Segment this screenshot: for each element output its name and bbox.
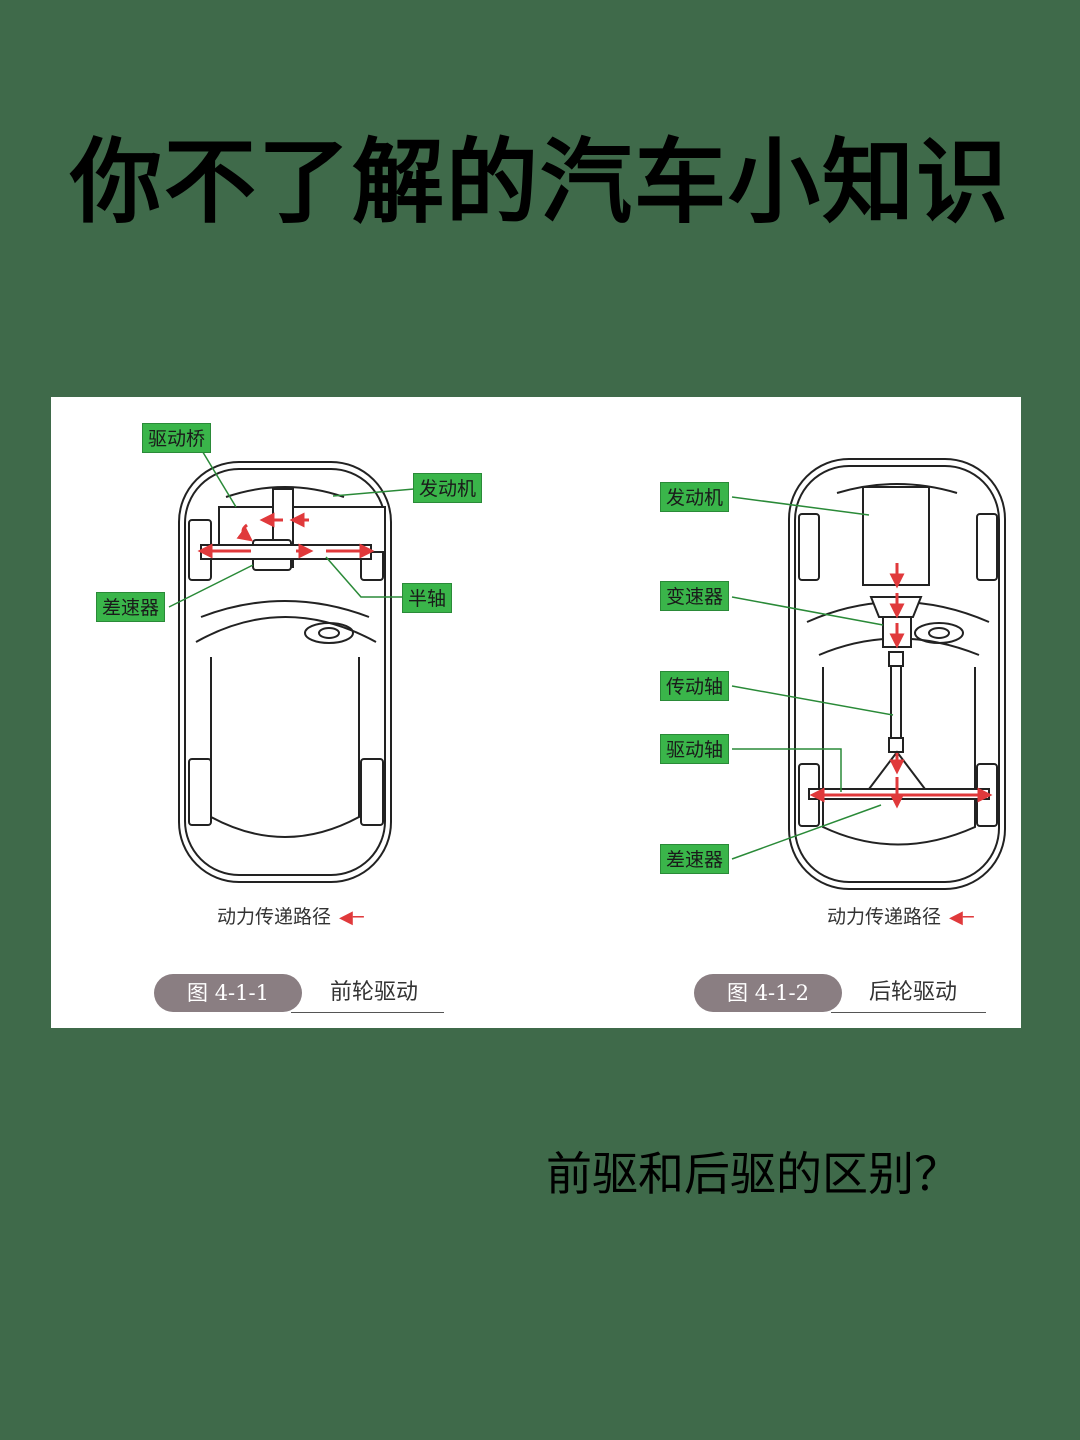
rwd-wheels <box>798 513 998 827</box>
diagram-drawing <box>168 448 1006 890</box>
fwd-label-half-shaft: 半轴 <box>402 583 453 613</box>
fwd-legend-text: 动力传递路径 <box>217 906 332 928</box>
rwd-label-transmission: 变速器 <box>660 581 730 611</box>
rwd-callout-leaders <box>731 496 894 860</box>
rwd-figure-number: 图 4-1-2 <box>694 974 842 1012</box>
page-title: 你不了解的汽车小知识 <box>69 129 1010 236</box>
fwd-label-differential: 差速器 <box>96 592 166 622</box>
page-subtitle: 前驱和后驱的区别？ <box>546 1147 960 1201</box>
fwd-steering-wheel <box>304 622 354 644</box>
fwd-callout-leaders <box>168 448 415 608</box>
rwd-legend: 动力传递路径 ◀─ <box>827 902 974 929</box>
rwd-label-driving-axle: 驱动轴 <box>660 734 730 764</box>
rwd-figure-caption: 后轮驱动 <box>869 980 958 1005</box>
fwd-figure-number: 图 4-1-1 <box>154 974 302 1012</box>
rwd-label-drive-shaft: 传动轴 <box>660 671 730 701</box>
fwd-legend: 动力传递路径 ◀─ <box>217 902 364 929</box>
fwd-engine-block <box>200 488 386 571</box>
arrow-left-icon: ◀─ <box>949 907 974 928</box>
fwd-power-arrows <box>197 512 375 559</box>
rwd-drivetrain <box>808 486 990 800</box>
rwd-legend-text: 动力传递路径 <box>827 906 942 928</box>
rwd-steering-wheel <box>914 622 964 644</box>
fwd-car-outline <box>178 461 392 883</box>
rwd-caption-rule <box>831 1012 986 1013</box>
arrow-left-icon: ◀─ <box>339 907 364 928</box>
fwd-figure-caption: 前轮驱动 <box>330 980 419 1005</box>
diagram-panel: 驱动桥 发动机 差速器 半轴 发动机 变速器 传动轴 驱动轴 差速器 动力传递路… <box>51 397 1021 1028</box>
fwd-caption-rule <box>291 1012 444 1013</box>
rwd-power-arrows <box>809 563 993 809</box>
rwd-label-differential: 差速器 <box>660 844 730 874</box>
fwd-label-engine: 发动机 <box>413 473 483 503</box>
rwd-label-engine: 发动机 <box>660 482 730 512</box>
fwd-label-drive-axle: 驱动桥 <box>142 423 212 453</box>
